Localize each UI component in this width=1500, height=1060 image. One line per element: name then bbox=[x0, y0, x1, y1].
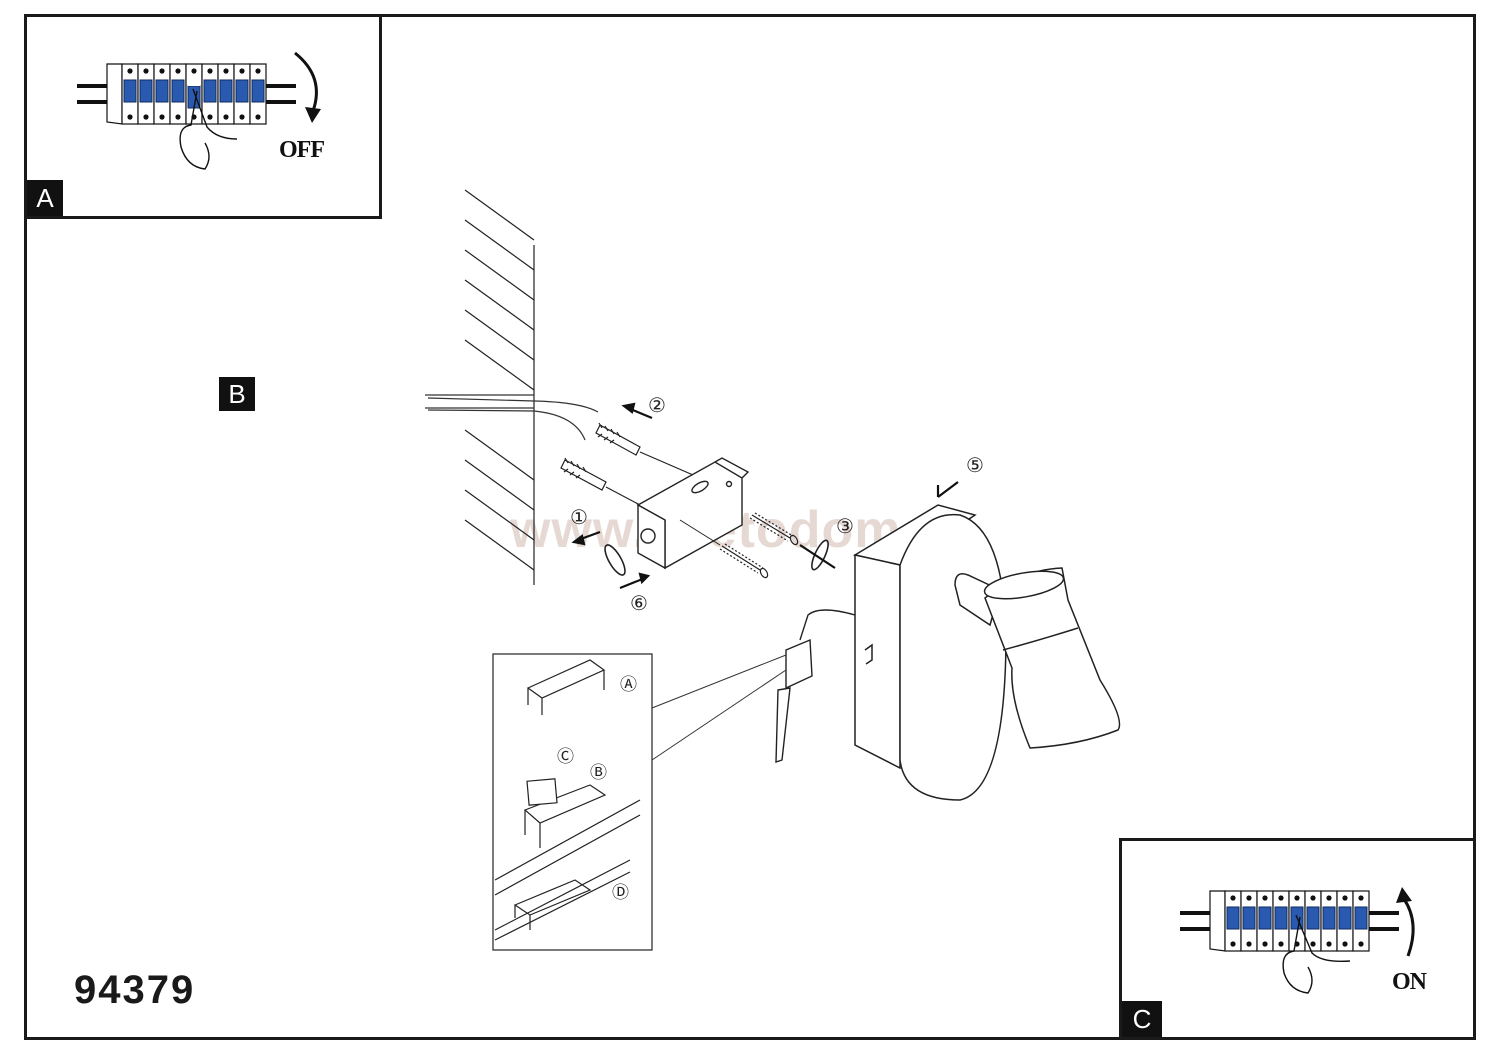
panel-tag-a: A bbox=[27, 180, 63, 216]
breaker-module bbox=[1256, 890, 1274, 952]
wall bbox=[464, 189, 535, 585]
breaker-module bbox=[1352, 890, 1370, 952]
lamp-cable-connector bbox=[775, 609, 856, 763]
terminal-cover-a bbox=[526, 659, 606, 715]
screw-upper bbox=[749, 512, 799, 546]
off-arrowhead-icon bbox=[305, 107, 321, 123]
hand-icon bbox=[179, 88, 238, 170]
breaker-module bbox=[1272, 890, 1290, 952]
terminal-block bbox=[523, 784, 607, 848]
connector-detail-box: Ⓐ Ⓑ Ⓒ Ⓓ bbox=[492, 653, 653, 951]
sublabel-d: Ⓓ bbox=[612, 883, 629, 902]
washer-step-1-6 bbox=[604, 544, 626, 576]
breaker-module bbox=[169, 63, 187, 125]
breaker-module bbox=[137, 63, 155, 125]
mounting-bracket bbox=[636, 457, 750, 570]
breaker-module bbox=[121, 63, 139, 125]
sublabel-c: Ⓒ bbox=[557, 747, 574, 766]
breaker-module bbox=[1320, 890, 1338, 952]
wall-plug-upper bbox=[595, 422, 701, 479]
panel-tag-b: B bbox=[219, 377, 255, 411]
breaker-module bbox=[1240, 890, 1258, 952]
step-arrows bbox=[571, 402, 959, 590]
breaker-module bbox=[1336, 890, 1354, 952]
breaker-module bbox=[217, 63, 235, 125]
breaker-panel-off-illustration bbox=[77, 51, 321, 170]
breaker-module bbox=[201, 63, 219, 125]
panel-c-switch-on: ON C bbox=[1119, 838, 1476, 1040]
step-2-label: ② bbox=[648, 395, 666, 417]
terminal-block-top bbox=[526, 778, 558, 806]
detail-callout-lines bbox=[651, 654, 787, 761]
page-frame bbox=[24, 14, 1476, 1040]
breaker-module bbox=[1224, 890, 1242, 952]
off-arrow-icon bbox=[294, 51, 318, 112]
breaker-module bbox=[233, 63, 251, 125]
power-cables bbox=[425, 394, 599, 441]
step-6-label: ⑥ bbox=[630, 593, 648, 615]
washer-step-3 bbox=[811, 539, 829, 571]
on-arrowhead-icon bbox=[1396, 887, 1412, 903]
wall-plug-lower bbox=[560, 457, 641, 506]
breaker-panel-on-illustration bbox=[1180, 887, 1415, 994]
panel-a-switch-off: OFF A bbox=[24, 14, 382, 219]
sublabel-a: Ⓐ bbox=[620, 675, 637, 694]
on-arrow-icon bbox=[1402, 898, 1415, 957]
model-number: 94379 bbox=[74, 968, 196, 1012]
panel-tag-c: C bbox=[1122, 1001, 1162, 1037]
breaker-module bbox=[249, 63, 267, 125]
breaker-strip bbox=[77, 63, 296, 125]
hand-icon bbox=[1282, 914, 1351, 994]
switch-off-label: OFF bbox=[279, 137, 325, 163]
step-3-label: ③ bbox=[836, 516, 854, 538]
breaker-module bbox=[153, 63, 171, 125]
step-5-label: ⑤ bbox=[966, 455, 984, 477]
breaker-module bbox=[1288, 890, 1306, 952]
screw-lower bbox=[679, 519, 769, 579]
switch-on-label: ON bbox=[1392, 969, 1427, 995]
wall-lamp bbox=[853, 504, 1121, 801]
cable-in-detail bbox=[494, 799, 641, 941]
sublabel-b: Ⓑ bbox=[590, 763, 607, 782]
breaker-strip bbox=[1180, 890, 1399, 952]
step-1-label: ① bbox=[570, 507, 588, 529]
